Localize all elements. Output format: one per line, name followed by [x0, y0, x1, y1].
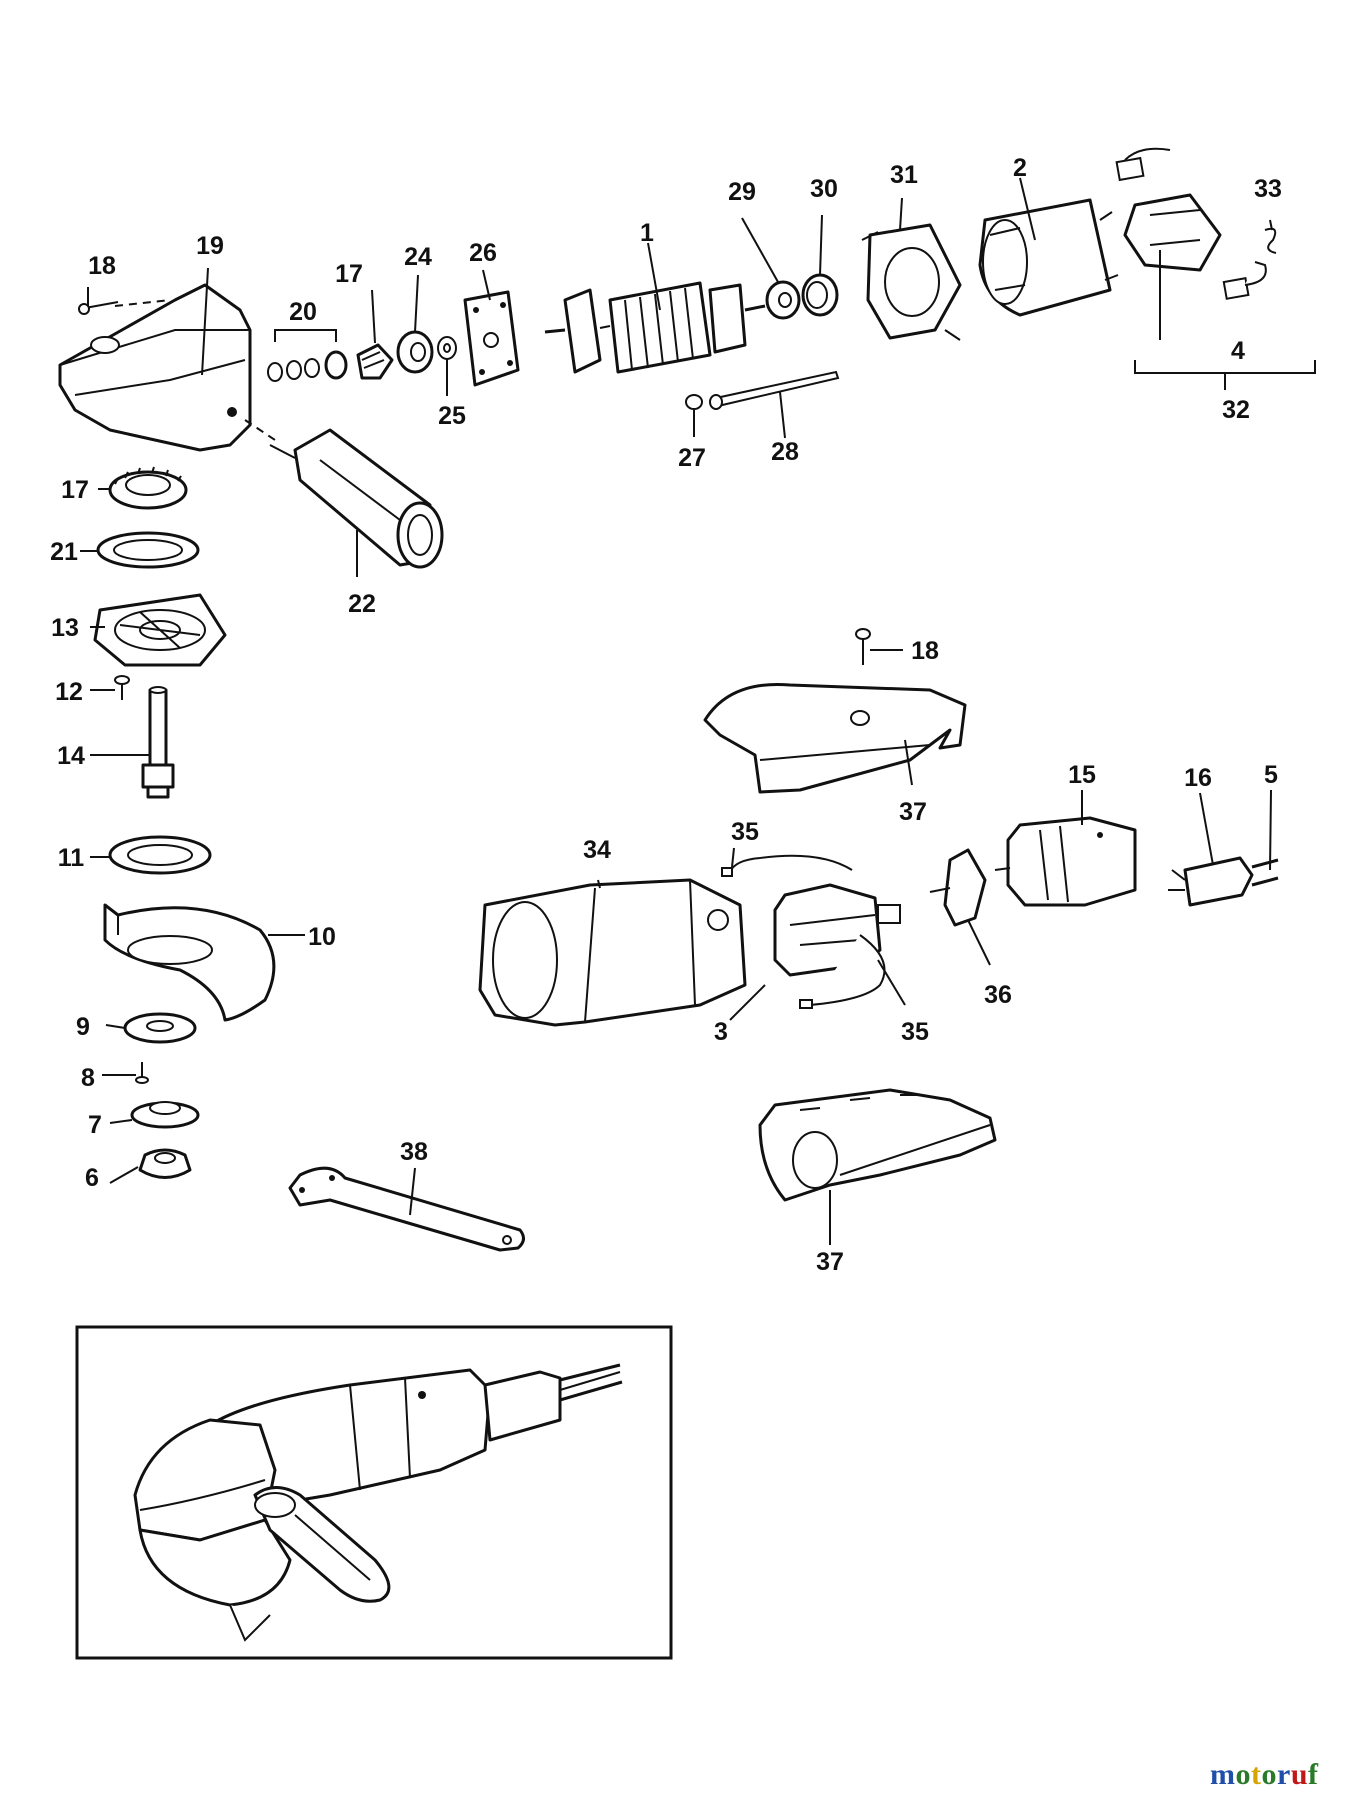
callout-4: 4 — [1231, 337, 1245, 365]
callout-12: 12 — [55, 678, 83, 706]
callout-9: 9 — [76, 1013, 90, 1041]
cable-protector-part — [1168, 856, 1254, 907]
bottom-handle-cover-part — [758, 1088, 997, 1202]
callout-32: 32 — [1222, 396, 1250, 424]
pinion-part — [356, 343, 394, 380]
callout-18: 18 — [88, 252, 116, 280]
clamp-nut-part — [138, 1148, 192, 1179]
callout-37: 37 — [816, 1248, 844, 1276]
callout-31: 31 — [890, 161, 918, 189]
brush-holder-part — [1115, 147, 1267, 300]
brand-letter: f — [1308, 1758, 1319, 1791]
bearing-plate-part — [463, 290, 520, 387]
callout-38: 38 — [400, 1138, 428, 1166]
top-handle-cover-part — [703, 682, 967, 794]
callout-29: 29 — [728, 178, 756, 206]
strain-relief-part — [929, 848, 987, 927]
wheel-guard-part — [103, 903, 276, 1022]
switch-unit-part — [994, 816, 1137, 907]
washer-part — [96, 531, 200, 569]
retaining-ring-part — [108, 835, 212, 875]
callout-numbers: 1 2 3 4 5 6 7 8 9 10 11 12 13 14 15 16 1… — [50, 154, 1282, 1276]
gear-housing-part — [58, 283, 252, 452]
brush-spring-part — [1264, 227, 1277, 254]
sleeve-part — [801, 273, 839, 317]
callout-16: 16 — [1184, 764, 1212, 792]
callout-14: 14 — [57, 742, 85, 770]
field-coil-part — [978, 198, 1119, 317]
brand-letter: u — [1290, 1758, 1309, 1791]
brand-letter: m — [1210, 1758, 1236, 1791]
callout-3: 3 — [714, 1018, 728, 1046]
motor-housing-part — [478, 878, 747, 1027]
callout-5: 5 — [1264, 761, 1278, 789]
callout-19: 19 — [196, 232, 224, 260]
baffle-part — [861, 223, 962, 341]
bearing-part — [396, 330, 434, 374]
wrench-part — [288, 1166, 525, 1252]
callout-24: 24 — [404, 243, 432, 271]
armature-part — [544, 281, 766, 374]
wire-part — [721, 854, 853, 877]
callout-20: 20 — [289, 298, 317, 326]
callout-35: 35 — [901, 1018, 929, 1046]
callout-13: 13 — [51, 614, 79, 642]
callout-2: 2 — [1013, 154, 1027, 182]
callout-26: 26 — [469, 239, 497, 267]
bevel-gear-part — [108, 466, 188, 510]
callout-27: 27 — [678, 444, 706, 472]
callout-6: 6 — [85, 1164, 99, 1192]
callout-1: 1 — [640, 219, 654, 247]
callout-33: 33 — [1254, 175, 1282, 203]
brand-watermark: motoruf — [1210, 1758, 1319, 1792]
brand-letter: o — [1235, 1758, 1251, 1791]
callout-15: 15 — [1068, 761, 1096, 789]
bearing-set-part — [267, 350, 348, 382]
brand-letter: o — [1261, 1758, 1277, 1791]
callout-28: 28 — [771, 438, 799, 466]
long-screw-part — [709, 370, 840, 410]
callout-34: 34 — [583, 836, 611, 864]
brand-letter: t — [1251, 1758, 1262, 1791]
nut-part — [685, 394, 703, 410]
callout-35: 35 — [731, 818, 759, 846]
callout-30: 30 — [810, 175, 838, 203]
spindle-part — [141, 686, 175, 799]
callout-11: 11 — [58, 844, 85, 872]
callout-25: 25 — [438, 402, 466, 430]
callout-7: 7 — [88, 1111, 102, 1139]
bearing-flange-part — [93, 593, 227, 667]
screw-part — [135, 1062, 149, 1084]
callout-17: 17 — [61, 476, 89, 504]
leader-lines — [80, 177, 1316, 1245]
callout-10: 10 — [308, 923, 336, 951]
callout-37: 37 — [899, 798, 927, 826]
callout-17: 17 — [335, 260, 363, 288]
side-handle-part — [269, 428, 444, 569]
callout-18: 18 — [911, 637, 939, 665]
bearing-part — [765, 280, 801, 320]
callout-21: 21 — [50, 538, 78, 566]
clamp-part — [123, 1012, 197, 1044]
small-washer-part — [437, 336, 457, 360]
callout-8: 8 — [81, 1064, 95, 1092]
power-cable-part — [1251, 858, 1279, 887]
callout-22: 22 — [348, 590, 376, 618]
brand-letter: r — [1277, 1758, 1291, 1791]
inner-flange-part — [130, 1101, 200, 1129]
screw-part — [114, 675, 130, 700]
callout-36: 36 — [984, 981, 1012, 1009]
wire-part — [799, 934, 886, 1009]
assembled-tool-inset — [75, 1325, 673, 1660]
screw-part — [855, 628, 871, 665]
screw-part — [78, 301, 119, 315]
